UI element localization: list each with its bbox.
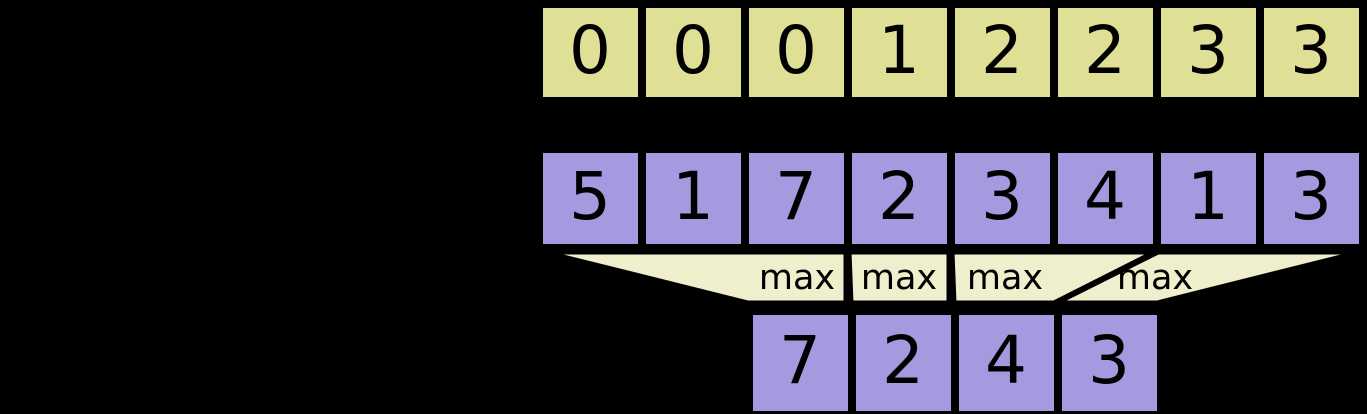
- value-cell-1-box: [641, 148, 746, 249]
- value-cell-0-label: 5: [569, 158, 611, 235]
- pooled-cell-3: 3: [1057, 310, 1162, 414]
- pooled-cell-3-label: 3: [1088, 322, 1130, 399]
- value-cell-2-label: 7: [775, 158, 817, 235]
- index-cell-1: 0: [641, 3, 746, 102]
- index-cell-7-box: [1259, 3, 1364, 102]
- index-cell-5-label: 2: [1084, 12, 1126, 89]
- funnel-2-shape: [949, 249, 1157, 306]
- value-cell-7: 3: [1259, 148, 1364, 249]
- pooled-cell-0-label: 7: [779, 322, 821, 399]
- value-cell-4-box: [950, 148, 1055, 249]
- index-cell-0-box: [538, 3, 643, 102]
- index-cell-4-box: [950, 3, 1055, 102]
- funnel-3-shape: [1054, 249, 1362, 306]
- index-cell-4: 2: [950, 3, 1055, 102]
- value-cell-2: 7: [744, 148, 849, 249]
- index-cell-6-box: [1156, 3, 1261, 102]
- value-cell-6-label: 1: [1187, 158, 1229, 235]
- value-cell-5: 4: [1053, 148, 1158, 249]
- index-cell-3-label: 1: [878, 12, 920, 89]
- value-cell-0-box: [538, 148, 643, 249]
- funnel-1: max: [846, 249, 952, 306]
- index-cell-3: 1: [847, 3, 952, 102]
- index-row: 0 0 0 1 2 2 3: [538, 3, 1364, 102]
- index-cell-1-label: 0: [672, 12, 714, 89]
- index-cell-5: 2: [1053, 3, 1158, 102]
- index-cell-3-box: [847, 3, 952, 102]
- value-row: 5 1 7 2 3 4 1: [538, 148, 1364, 249]
- value-cell-3-box: [847, 148, 952, 249]
- value-cell-7-box: [1259, 148, 1364, 249]
- value-cell-5-box: [1053, 148, 1158, 249]
- index-cell-2-label: 0: [775, 12, 817, 89]
- value-cell-5-label: 4: [1084, 158, 1126, 235]
- value-cell-1-label: 1: [672, 158, 714, 235]
- index-cell-5-box: [1053, 3, 1158, 102]
- pooled-cell-3-box: [1057, 310, 1162, 414]
- value-cell-3-label: 2: [878, 158, 920, 235]
- value-cell-3: 2: [847, 148, 952, 249]
- max-funnel-band: max max max max: [542, 249, 1362, 306]
- index-cell-0-label: 0: [569, 12, 611, 89]
- value-cell-2-box: [744, 148, 849, 249]
- index-cell-6-label: 3: [1187, 12, 1229, 89]
- pooled-cell-1: 2: [851, 310, 956, 414]
- index-cell-7-label: 3: [1290, 12, 1332, 89]
- value-cell-1: 1: [641, 148, 746, 249]
- value-cell-6: 1: [1156, 148, 1261, 249]
- funnel-1-label: max: [861, 258, 937, 298]
- pooled-cell-0: 7: [748, 310, 853, 414]
- pooled-cell-1-box: [851, 310, 956, 414]
- funnel-3-label: max: [1117, 258, 1193, 298]
- funnel-0-label: max: [759, 258, 835, 298]
- index-cell-7: 3: [1259, 3, 1364, 102]
- index-cell-6: 3: [1156, 3, 1261, 102]
- index-cell-0: 0: [538, 3, 643, 102]
- index-cell-4-label: 2: [981, 12, 1023, 89]
- value-cell-4-label: 3: [981, 158, 1023, 235]
- value-cell-7-label: 3: [1290, 158, 1332, 235]
- index-cell-1-box: [641, 3, 746, 102]
- pooled-cell-2: 4: [954, 310, 1059, 414]
- pooled-cell-2-label: 4: [985, 322, 1027, 399]
- funnel-1-shape: [846, 249, 952, 306]
- index-cell-2-box: [744, 3, 849, 102]
- pooled-cell-1-label: 2: [882, 322, 924, 399]
- funnel-0-shape: [542, 249, 849, 306]
- funnel-3: max: [1054, 249, 1362, 306]
- value-cell-4: 3: [950, 148, 1055, 249]
- funnel-0: max: [542, 249, 849, 306]
- index-cell-2: 0: [744, 3, 849, 102]
- pooled-row: 7 2 4 3: [748, 310, 1162, 414]
- value-cell-0: 5: [538, 148, 643, 249]
- funnel-2-label: max: [967, 258, 1043, 298]
- value-cell-6-box: [1156, 148, 1261, 249]
- funnel-2: max: [949, 249, 1157, 306]
